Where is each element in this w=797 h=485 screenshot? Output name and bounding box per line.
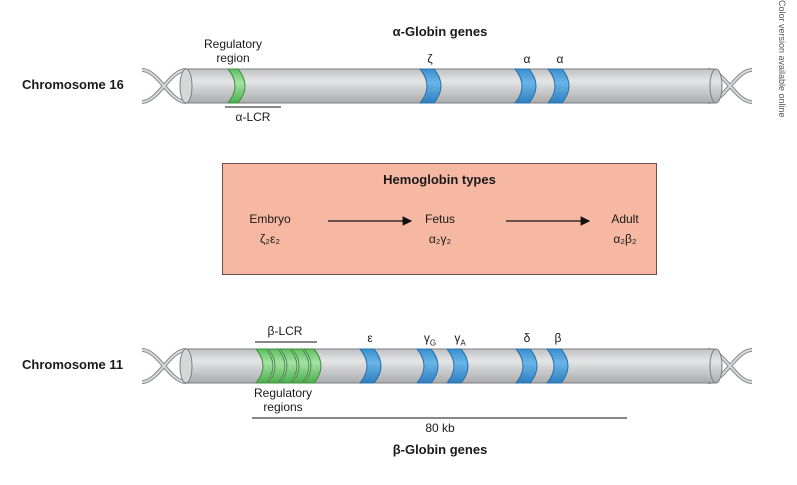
gene-alpha2-band (546, 68, 570, 104)
regulatory-region-label: Regulatory region (190, 37, 276, 65)
formula-adult: α₂β₂ (613, 232, 637, 246)
beta-lcr-label: β-LCR (267, 324, 303, 338)
formula-embryo: ζ₂ε₂ (260, 232, 280, 246)
regulatory-regions-label: Regulatory regions (240, 386, 326, 414)
gene-alpha1-band (513, 68, 537, 104)
stage-arrows (328, 216, 591, 226)
gene-label-delta: δ (523, 331, 531, 345)
beta-regulatory-bands (254, 348, 322, 384)
gene-label-gamma-a: γA (454, 331, 466, 348)
gene-delta-band (514, 348, 538, 384)
dna-strand-left-16 (141, 68, 187, 104)
hemoglobin-types-box: Hemoglobin types Embryo ζ₂ε₂ Fetus α₂γ₂ … (222, 163, 657, 275)
stage-adult: Adult (611, 212, 639, 226)
hemoglobin-types-title: Hemoglobin types (383, 172, 496, 187)
alpha-regulatory-band (226, 68, 246, 104)
gene-label-epsilon: ε (367, 331, 373, 345)
gene-label-alpha2: α (556, 52, 564, 66)
gene-beta-band (545, 348, 569, 384)
gene-gamma-g-band (415, 348, 439, 384)
gene-label-zeta: ζ (427, 52, 433, 66)
gene-epsilon-band (358, 348, 382, 384)
beta-globin-title: β-Globin genes (392, 442, 488, 457)
gene-label-beta: β (554, 331, 562, 345)
chromosome-11-label: Chromosome 11 (22, 357, 124, 372)
dna-strand-right-11 (707, 348, 753, 384)
color-version-note: Color version available online (777, 0, 787, 118)
regulatory-regions-line1: Regulatory (253, 386, 313, 400)
alpha-lcr-label: α-LCR (235, 110, 271, 124)
gene-gamma-a-band (445, 348, 469, 384)
chromosome-16-label: Chromosome 16 (22, 77, 124, 92)
chromosome-11 (141, 341, 753, 419)
alpha-globin-title: α-Globin genes (392, 24, 488, 39)
stage-fetus: Fetus (424, 212, 455, 226)
scale-label: 80 kb (425, 421, 455, 435)
chromosome-16 (141, 68, 753, 108)
chromosome-11-body (185, 348, 717, 384)
regulatory-regions-line2: regions (263, 400, 303, 414)
formula-fetus: α₂γ₂ (428, 232, 452, 246)
regulatory-line1: Regulatory (203, 37, 263, 51)
regulatory-line2: region (216, 51, 250, 65)
dna-strand-right-16 (707, 68, 753, 104)
gene-zeta-band (418, 68, 442, 104)
dna-strand-left-11 (141, 348, 187, 384)
gene-label-gamma-g: γG (423, 331, 437, 348)
chromosome-16-body (185, 68, 717, 104)
stage-embryo: Embryo (249, 212, 291, 226)
gene-label-alpha1: α (523, 52, 531, 66)
